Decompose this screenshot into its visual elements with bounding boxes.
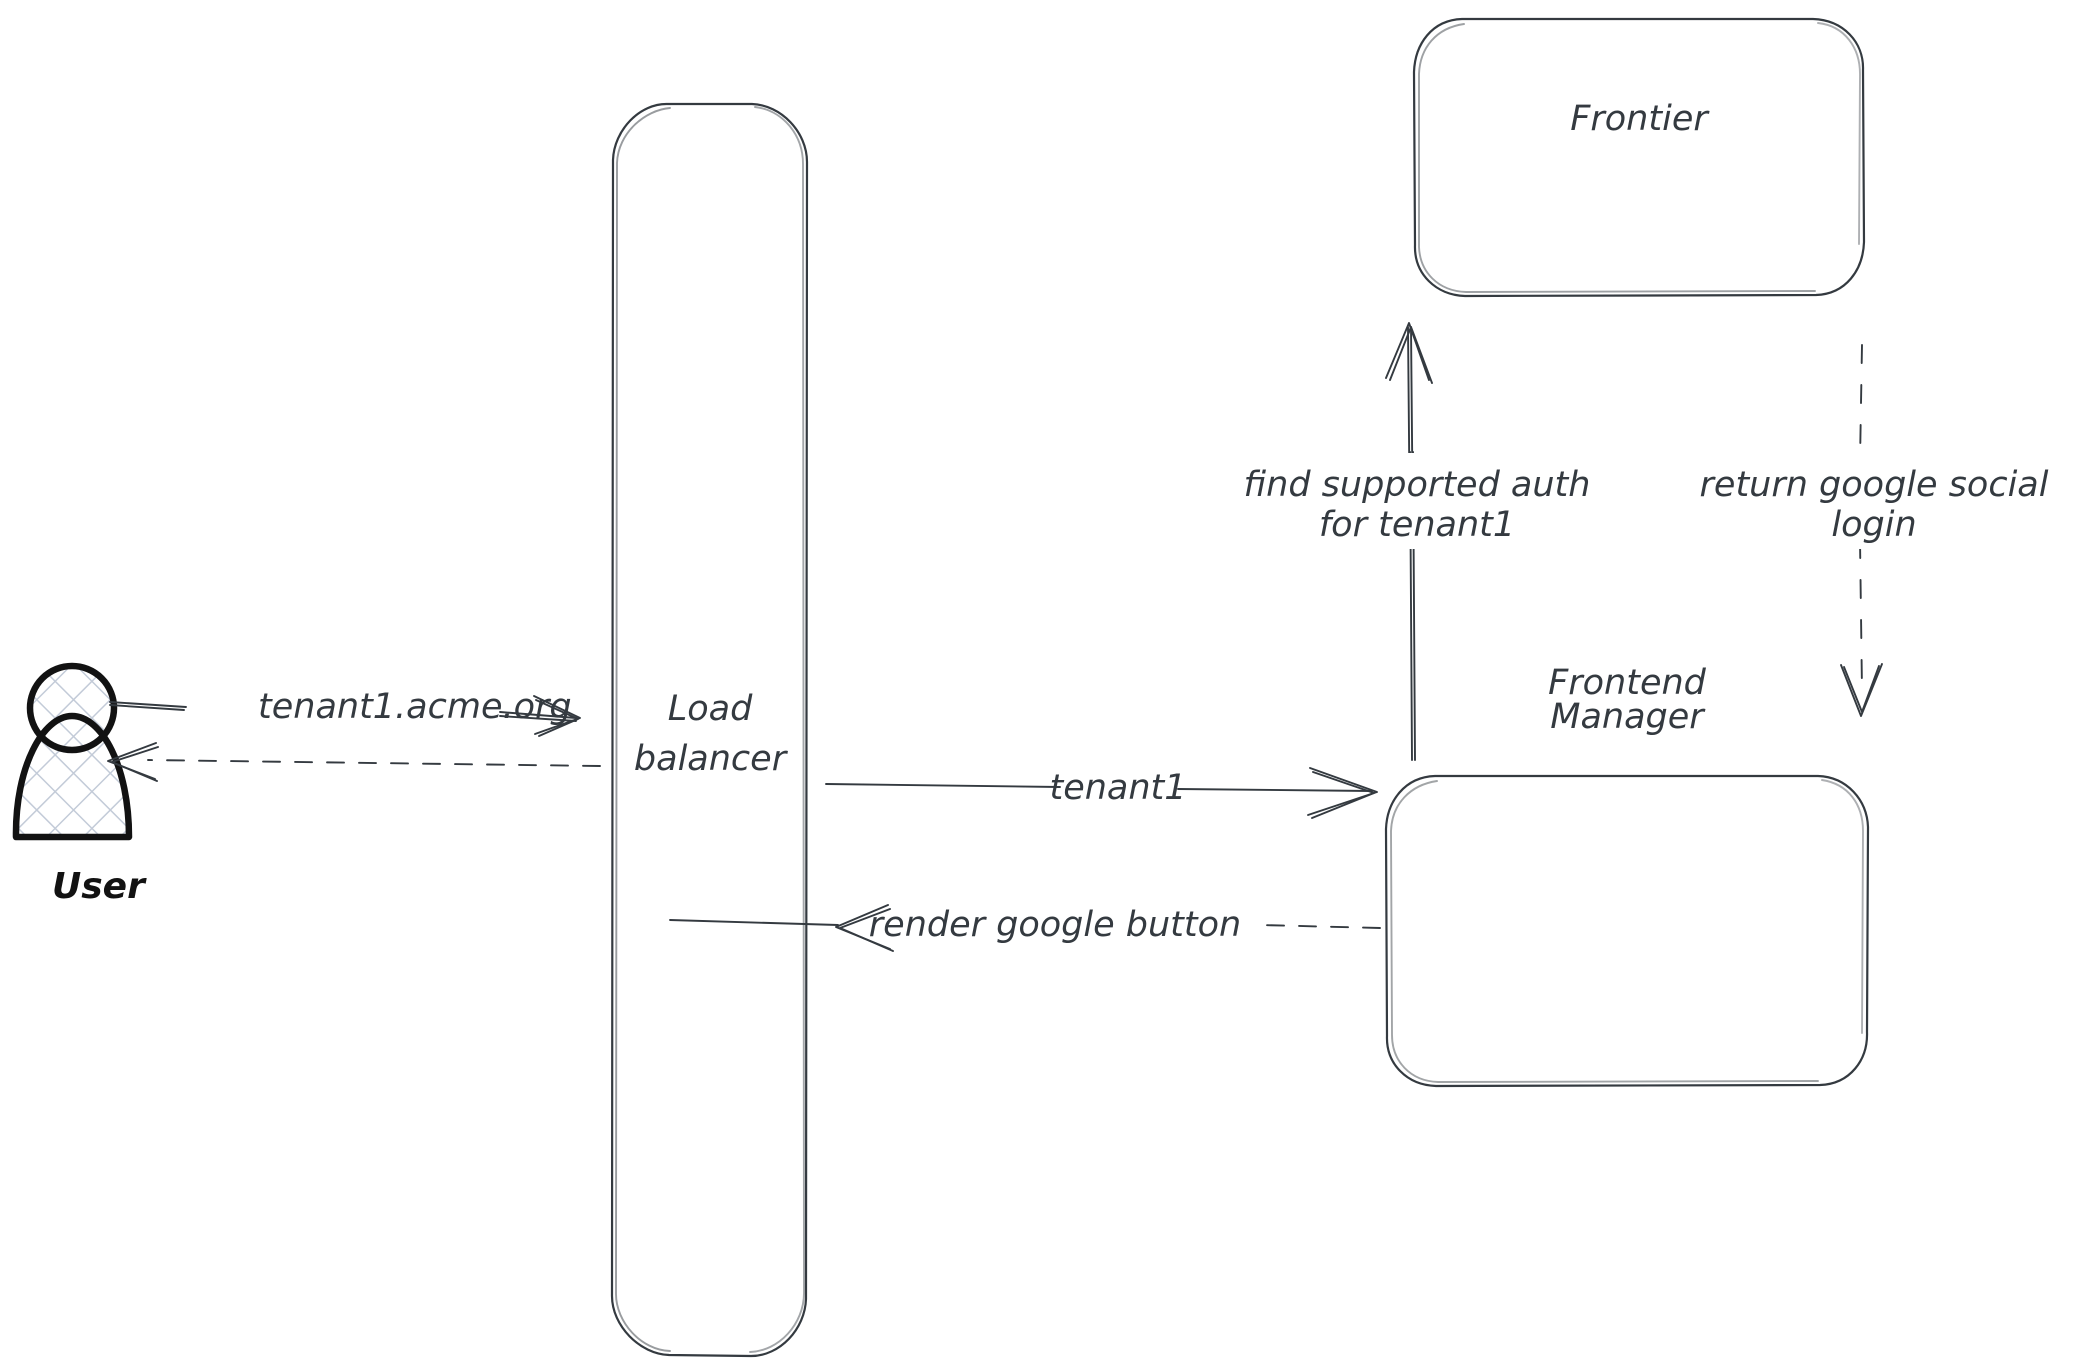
edge-lb-to-user[interactable] <box>107 742 601 782</box>
edge-fm-to-lb[interactable]: render google button <box>669 904 1381 952</box>
edge-label-return-google-social-line1: return google social <box>1700 465 2049 505</box>
frontend-manager-label-line2: Manager <box>1550 697 1706 737</box>
load-balancer-label-line2: balancer <box>634 739 789 779</box>
edge-label-render-google-button: render google button <box>869 905 1241 945</box>
frontier-label: Frontier <box>1570 99 1710 139</box>
edge-label-bg-find-auth <box>1185 453 1645 549</box>
edge-label-bg-return-google <box>1655 453 2083 549</box>
node-load-balancer[interactable]: Load balancer <box>610 102 809 1358</box>
edge-label-find-supported-auth-line2: for tenant1 <box>1319 505 1515 545</box>
edge-lb-to-fm[interactable]: tenant1 <box>825 767 1378 819</box>
user-body-icon <box>12 712 133 841</box>
actor-user[interactable]: User <box>12 662 147 907</box>
edge-label-tenant1: tenant1 <box>1049 768 1186 808</box>
frontend-manager-label-line1: Frontend <box>1548 663 1707 703</box>
edge-label-find-supported-auth-line1: find supported auth <box>1244 465 1591 505</box>
user-head-icon <box>26 662 118 754</box>
node-frontend-manager[interactable]: Frontend Manager <box>1384 663 1870 1088</box>
edge-label-tenant1-acme-org: tenant1.acme.org <box>258 687 572 727</box>
edge-fm-to-frontier[interactable]: find supported auth for tenant1 <box>1185 322 1645 761</box>
user-body-fill <box>14 715 130 838</box>
edge-label-return-google-social-line2: login <box>1831 505 1916 545</box>
edge-user-to-lb[interactable]: tenant1.acme.org <box>109 687 581 737</box>
user-label: User <box>52 866 147 907</box>
edge-frontier-to-fm[interactable]: return google social login <box>1655 344 2083 717</box>
node-frontier[interactable]: Frontier <box>1412 17 1866 298</box>
load-balancer-label-line1: Load <box>668 689 753 729</box>
